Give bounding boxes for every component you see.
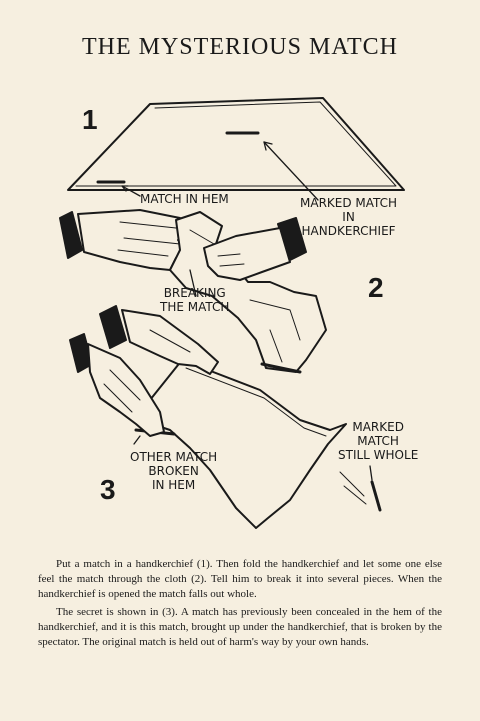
label-other-match-line1: OTHER MATCH (130, 450, 218, 464)
label-marked-match-line2: IN (342, 210, 355, 224)
instructions-paragraph-2: The secret is shown in (3). A match has … (38, 606, 442, 648)
label-still-whole-line3: STILL WHOLE (338, 448, 419, 462)
lower-hand-fig3 (69, 333, 165, 437)
label-marked-match: MARKED MATCH IN HANDKERCHIEF (300, 196, 397, 238)
label-other-match: OTHER MATCH BROKEN IN HEM (130, 450, 217, 492)
label-other-match-line2: BROKEN (148, 464, 199, 478)
label-still-whole-line2: MATCH (357, 434, 399, 448)
label-still-whole: MARKED MATCH STILL WHOLE (338, 420, 418, 462)
instructions: Put a match in a handkerchief (1). Then … (38, 557, 442, 650)
handkerchief-fig3 (134, 359, 347, 529)
label-marked-match-line1: MARKED MATCH (300, 196, 398, 210)
label-breaking-line1: BREAKING (163, 286, 226, 300)
page-title: THE MYSTERIOUS MATCH (81, 34, 398, 60)
label-marked-match-line3: HANDKERCHIEF (301, 224, 396, 238)
figure-number-1: 1 (82, 104, 98, 135)
figure-number-3: 3 (100, 474, 116, 505)
right-hand-fig2 (203, 217, 307, 281)
trick-illustration (59, 97, 405, 529)
figure-number-2: 2 (368, 272, 384, 303)
upper-hand-fig3 (99, 305, 219, 375)
instructions-paragraph-1: Put a match in a handkerchief (1). Then … (38, 558, 442, 600)
label-match-in-hem: MATCH IN HEM (140, 192, 229, 206)
label-match-in-hem-text: MATCH IN HEM (140, 192, 229, 206)
label-breaking-line2: THE MATCH (160, 300, 230, 314)
label-breaking: BREAKING THE MATCH (160, 286, 229, 314)
label-still-whole-line1: MARKED (352, 420, 404, 434)
label-other-match-line3: IN HEM (151, 478, 196, 492)
falling-match (370, 480, 382, 512)
left-hand-fig2 (59, 209, 193, 271)
flat-handkerchief (67, 97, 405, 191)
